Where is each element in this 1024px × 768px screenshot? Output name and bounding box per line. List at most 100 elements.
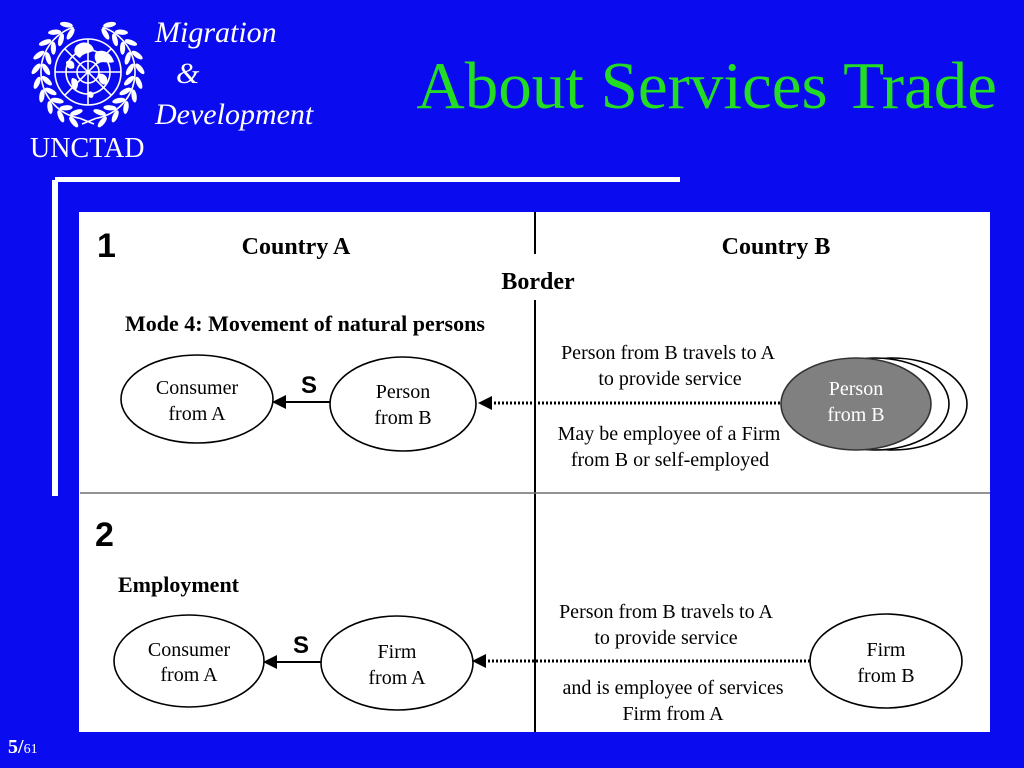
service-arrow-head — [263, 655, 277, 669]
provider-node: Firm from A — [320, 615, 474, 711]
olive-leaf — [45, 52, 52, 65]
olive-leaf — [103, 21, 117, 28]
olive-branch-left — [31, 21, 83, 128]
olive-stem — [96, 26, 136, 120]
olive-leaf — [123, 101, 129, 114]
origin-ellipse-front — [780, 357, 932, 451]
movement-note-line-2: to provide service — [598, 368, 741, 390]
service-arrow: S — [263, 632, 322, 669]
consumer-label-line-1: Consumer — [156, 377, 239, 399]
olive-leaf — [119, 87, 132, 96]
olive-leaf — [131, 50, 143, 60]
olive-leaf — [69, 116, 79, 128]
olive-leaf — [124, 75, 135, 86]
service-label: S — [301, 372, 317, 399]
status-note: and is employee of services Firm from A — [562, 677, 783, 725]
services-diagram: Border Country A Country B 1 Mode 4: Mov… — [79, 212, 990, 732]
olive-leaf — [38, 39, 52, 46]
movement-note-line-1: Person from B travels to A — [559, 601, 773, 623]
service-arrow: S — [272, 372, 330, 409]
olive-leaf — [47, 101, 53, 114]
olive-leaf — [31, 63, 41, 75]
consumer-label-line-2: from A — [160, 664, 218, 686]
olive-leaf — [135, 63, 145, 75]
consumer-ellipse — [120, 354, 274, 444]
frame-left-line — [52, 180, 58, 496]
olive-stem — [40, 26, 80, 120]
movement-note-line-2: to provide service — [594, 627, 737, 649]
provider-ellipse — [329, 356, 477, 452]
consumer-label-line-1: Consumer — [148, 639, 231, 661]
olive-leaf — [111, 33, 119, 47]
movement-note: Person from B travels to A to provide se… — [559, 601, 773, 649]
olive-leaf — [131, 89, 137, 103]
section-heading: Employment — [118, 572, 240, 597]
olive-leaf — [39, 89, 45, 103]
movement-arrow-head — [478, 396, 492, 410]
olive-leaf — [119, 41, 126, 55]
origin-label-line-1: Person — [829, 378, 883, 400]
page-total: 61 — [24, 742, 38, 757]
status-note-line-1: May be employee of a Firm — [558, 423, 781, 445]
olive-leaf — [44, 87, 57, 96]
olive-leaf — [135, 76, 143, 89]
origin-label-line-2: from B — [857, 665, 914, 687]
olive-leaf — [97, 116, 107, 128]
olive-leaf — [112, 97, 126, 104]
status-note-line-2: Firm from A — [622, 703, 724, 725]
movement-note-line-1: Person from B travels to A — [561, 342, 775, 364]
olive-leaf — [93, 109, 106, 116]
page-current: 5/ — [8, 736, 24, 758]
section-number: 1 — [97, 227, 116, 265]
olive-leaf — [111, 110, 119, 123]
olive-leaf — [57, 33, 65, 47]
movement-note: Person from B travels to A to provide se… — [561, 342, 775, 390]
olive-leaf — [57, 110, 65, 123]
movement-arrow-head — [472, 654, 486, 668]
service-label: S — [293, 632, 309, 659]
olive-leaf — [42, 63, 51, 76]
provider-ellipse — [320, 615, 474, 711]
olive-leaf — [33, 50, 45, 60]
olive-leaf — [59, 21, 73, 28]
provider-label-line-1: Person — [376, 381, 430, 403]
section-number: 2 — [95, 516, 114, 554]
origin-ellipse — [809, 613, 963, 709]
program-line-3: Development — [154, 98, 314, 131]
globe-meridians — [55, 39, 121, 105]
origin-node: Firm from B — [809, 613, 963, 709]
country-b-label: Country B — [722, 234, 831, 260]
provider-node: Person from B — [329, 356, 477, 452]
olive-leaf — [70, 109, 83, 116]
program-line-2: & — [176, 57, 200, 90]
olive-leaf — [124, 52, 131, 65]
status-note-line-1: and is employee of services — [562, 677, 783, 699]
status-note-line-2: from B or self-employed — [571, 449, 769, 471]
consumer-label-line-2: from A — [168, 403, 226, 425]
country-a-label: Country A — [242, 234, 351, 260]
origin-label-line-2: from B — [827, 404, 884, 426]
service-arrow-head — [272, 395, 286, 409]
slide-title: About Services Trade — [416, 49, 997, 123]
origin-node-stack: Person from B — [780, 357, 968, 451]
mode-section-1: 1 Mode 4: Movement of natural persons Co… — [97, 227, 968, 471]
olive-leaf — [114, 29, 128, 35]
olive-leaf — [48, 29, 62, 35]
olive-leaf — [103, 105, 117, 111]
provider-label-line-2: from A — [368, 667, 426, 689]
globe — [54, 38, 122, 106]
un-emblem-icon — [31, 21, 145, 128]
olive-leaf — [125, 63, 134, 76]
consumer-node: Consumer from A — [120, 354, 274, 444]
olive-leaf — [101, 28, 110, 40]
movement-arrow — [478, 396, 780, 410]
movement-arrow — [472, 654, 810, 668]
provider-label-line-1: Firm — [378, 641, 417, 663]
org-name: UNCTAD — [30, 133, 144, 164]
frame-top-line — [55, 177, 680, 182]
section-heading: Mode 4: Movement of natural persons — [125, 311, 485, 336]
olive-leaf — [50, 97, 64, 104]
olive-stem-cross — [79, 117, 97, 125]
